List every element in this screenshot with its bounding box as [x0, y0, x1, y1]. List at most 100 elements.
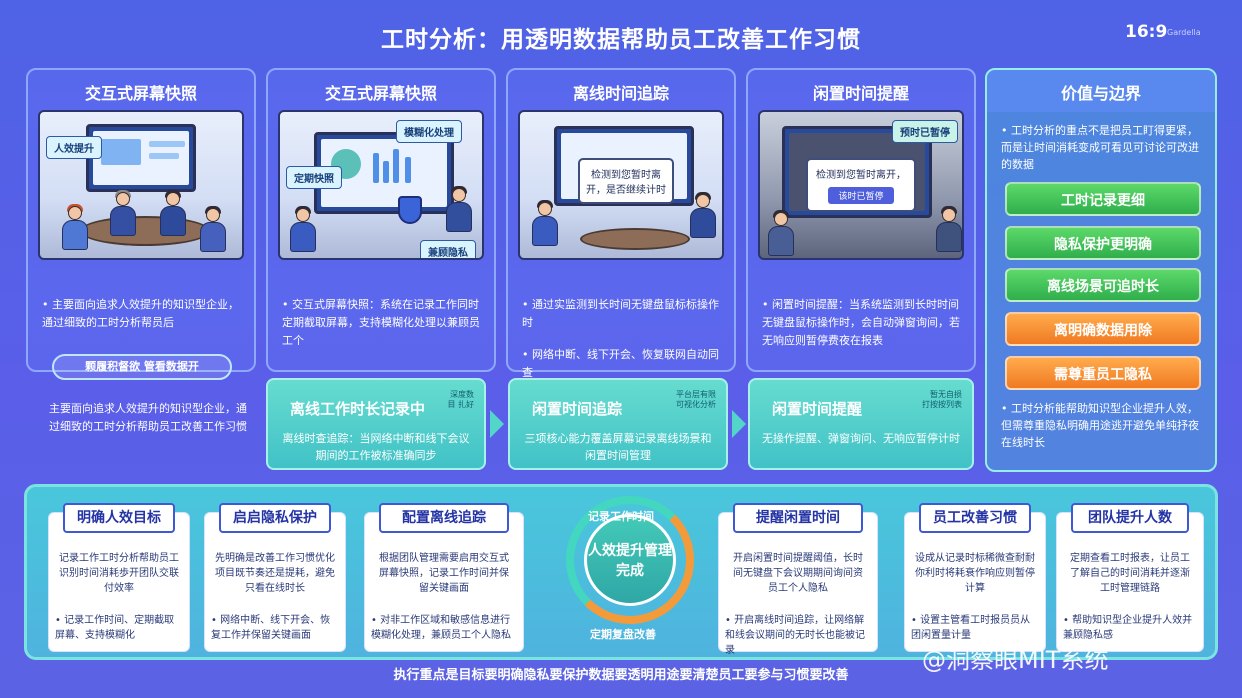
panel-description: • 通过实监测到长时间无键盘鼠标标操作时 — [522, 298, 719, 329]
conference-table — [80, 216, 210, 246]
step-card: 配置离线追踪 根据团队管理需要启用交互式屏幕快照，记录工作时间并保留关键画面 •… — [364, 503, 524, 652]
card-title: 离线工作时长记录中 — [290, 400, 426, 418]
office-illustration: 检测到您暂时离开， 该时已暂停 预时已暂停 — [758, 110, 964, 260]
step-bullet: • 设置主管看工时报员员从团闲置量计量 — [911, 615, 1031, 641]
step-description: 根据团队管理需要启用交互式屏幕快照，记录工作时间并保留关键画面 — [379, 553, 509, 594]
cycle-top-label: 记录工作时间 — [588, 510, 654, 523]
panel-idle-reminder: 闲置时间提醒 检测到您暂时离开， 该时已暂停 预时已暂停 • 闲置时间提醒：当系… — [746, 68, 976, 372]
arrow-right-icon — [732, 410, 746, 438]
person-figure — [690, 192, 716, 238]
panel-description: • 主要面向追求人效提升的知识型企业，通过细致的工时分析帮员后 — [42, 298, 239, 329]
arrow-right-icon — [490, 410, 504, 438]
card-idle-tracking: 闲置时间追踪 平台层有限 可视化分析 三项核心能力覆盖屏幕记录离线场景和闲置时间… — [508, 378, 728, 470]
person-figure — [62, 204, 88, 250]
cycle-ring — [566, 496, 694, 624]
panel-title: 交互式屏幕快照 — [324, 84, 437, 103]
value-outro: • 工时分析能帮助知识型企业提升人效，但需尊重隐私明确用途逃开避免单纯抒夜在线时… — [1001, 402, 1199, 449]
aspect-ratio-sublabel: Gardella — [1167, 28, 1201, 37]
step-bullet: • 记录工作时间、定期截取屏幕、支持模糊化 — [55, 615, 175, 641]
office-illustration: 检测到您暂时离开，是否继续计时 — [518, 110, 724, 260]
value-boundary-panel: 价值与边界 • 工时分析的重点不是把员工盯得更紧，而是让时间消耗变成可看见可讨论… — [985, 68, 1217, 472]
panel-interactive-snapshot-2: 交互式屏幕快照 模糊化处理 定期快照 兼顾隐私 • 交互式屏幕快照：系统在记录工… — [266, 68, 496, 372]
meeting-room-illustration: 人效提升 — [38, 110, 244, 260]
card-tag: 暂无自损 打按按列表 — [922, 390, 962, 409]
step-card: 团队提升人数 定期查看工时报表，让员工了解自己的时间消耗并逐渐工时管理链路 • … — [1056, 503, 1204, 652]
step-title: 员工改善习惯 — [919, 503, 1031, 533]
step-bullet: • 对非工作区域和敏感信息进行模糊化处理，兼顾员工个人隐私 — [371, 615, 511, 641]
scheduled-snapshot-chip: 定期快照 — [286, 166, 342, 189]
panel-title: 交互式屏幕快照 — [84, 84, 197, 103]
step-description: 设成从记录时标稀微查耐耐你利时将耗衰作响应则暂停计算 — [915, 553, 1035, 594]
card-tag: 深度数 目 扎好 — [447, 390, 474, 409]
page-title: 工时分析：用透明数据帮助员工改善工作习惯 — [381, 27, 861, 53]
panel-interactive-snapshot-1: 交互式屏幕快照 人效提升 • 主要面向追求人效提升的知识型企业，通过细致的工时分… — [26, 68, 256, 433]
card-title: 闲置时间追踪 — [532, 400, 623, 418]
panel-title: 离线时间追踪 — [572, 84, 669, 103]
panel-offline-tracking: 离线时间追踪 检测到您暂时离开，是否继续计时 • 通过实监测到长时间无键盘鼠标标… — [506, 68, 736, 379]
step-card: 员工改善习惯 设成从记录时标稀微查耐耐你利时将耗衰作响应则暂停计算 • 设置主管… — [904, 503, 1046, 652]
card-idle-reminder: 闲置时间提醒 暂无自损 打按按列表 无操作提醒、弹窗询问、无响应暂停计时 — [748, 378, 974, 470]
card-tag: 平台层有限 可视化分析 — [676, 390, 716, 409]
footer-summary: 执行重点是目标要明确隐私要保护数据要透明用途要清楚员工要参与习惯要改善 — [393, 668, 849, 683]
person-figure — [446, 186, 472, 232]
panel-header-band — [987, 70, 1215, 112]
paused-button[interactable]: 该时已暂停 — [828, 187, 894, 204]
wall-screen — [86, 124, 196, 192]
person-figure — [768, 210, 794, 256]
idle-dialog: 检测到您暂时离开， 该时已暂停 — [806, 158, 916, 212]
shield-icon — [398, 196, 422, 224]
timer-paused-chip: 预时已暂停 — [892, 120, 958, 143]
card-title: 闲置时间提醒 — [772, 400, 863, 418]
card-offline-duration: 离线工作时长记录中 深度数 目 扎好 离线时查追踪：当网络中断和线下会议期间的工… — [266, 378, 486, 470]
conference-table — [580, 228, 690, 250]
idle-dialog-text: 检测到您暂时离开， — [816, 170, 906, 181]
step-card: 提醒闲置时间 开启闲置时间提醒阈值，长时间无键盘下会议期期间询间资员工个人隐私 … — [718, 503, 878, 656]
panel-note: • 网络中断、线下开会、恢复联网自动同查 — [522, 348, 719, 379]
panel-summary: 主要面向追求人效提升的知识型企业，通过细致的工时分析帮助员工改善工作习惯 — [49, 402, 247, 433]
step-description: 记录工作工时分析帮助员工识别时间消耗歩开团队交联付效率 — [59, 553, 179, 594]
person-figure — [532, 200, 558, 246]
panel-description: • 交互式屏幕快照：系统在记录工作同时定期截取屏幕，支持模糊化处理以兼顾员工个 — [282, 298, 480, 347]
efficiency-chip: 人效提升 — [46, 136, 102, 159]
monitor — [314, 132, 454, 214]
step-description: 先明确是改善工作习惯优化项目既节奏还是提耗，避免只看在线时长 — [215, 553, 335, 594]
person-figure — [200, 206, 226, 252]
value-button-offline[interactable]: 离线场景可追时长 — [1005, 268, 1201, 302]
step-bullet: • 网络中断、线下开会、恢复工作并保留关键画面 — [211, 615, 331, 641]
value-button-detailed-records[interactable]: 工时记录更细 — [1005, 182, 1201, 216]
cycle-bottom-label: 定期复盘改善 — [590, 628, 656, 641]
step-title: 启启隐私保护 — [219, 503, 331, 533]
card-description: 离线时查追踪：当网络中断和线下会议期间的工作被标准确同步 — [282, 432, 470, 462]
value-button-privacy[interactable]: 隐私保护更明确 — [1005, 226, 1201, 260]
step-card: 启启隐私保护 先明确是改善工作习惯优化项目既节奏还是提耗，避免只看在线时长 • … — [204, 503, 346, 652]
card-description: 三项核心能力覆盖屏幕记录离线场景和闲置时间管理 — [524, 432, 712, 462]
card-description: 无操作提醒、弹窗询问、无响应暂停计时 — [762, 432, 960, 445]
watermark-text: @洞察眼MIT系统 — [922, 646, 1109, 674]
step-description: 定期查看工时报表，让员工了解自己的时间消耗并逐渐工时管理链路 — [1070, 553, 1190, 594]
step-description: 开启闲置时间提醒阈值，长时间无键盘下会议期期间询间资员工个人隐私 — [733, 553, 863, 594]
blur-processing-chip: 模糊化处理 — [396, 120, 462, 143]
person-figure — [160, 190, 186, 236]
panel-title: 价值与边界 — [1060, 84, 1141, 103]
step-card: 明确人效目标 记录工作工时分析帮助员工识别时间消耗歩开团队交联付效率 • 记录工… — [48, 503, 190, 652]
step-title: 明确人效目标 — [63, 503, 175, 533]
panel-title: 闲置时间提醒 — [812, 84, 909, 103]
highlight-banner: 颗履积督欲 管看数据开 — [52, 354, 232, 380]
person-figure — [290, 206, 316, 252]
value-button-data-usage[interactable]: 离明确数据用除 — [1005, 312, 1201, 346]
privacy-chip: 兼顾隐私 — [420, 240, 476, 258]
step-bullet: • 帮助知识型企业提升人效并兼顾隐私感 — [1063, 615, 1193, 641]
value-intro: • 工时分析的重点不是把员工盯得更紧，而是让时间消耗变成可看见可讨论可改进的数据 — [1001, 124, 1199, 171]
panel-description: • 闲置时间提醒：当系统监测到长时时间无键盘鼠标操作时，会自动弹窗询间，若无响应… — [762, 298, 960, 347]
step-bullet: • 开启离线时间追踪，让网络解和线会议期间的无时长也能被记录 — [725, 615, 865, 656]
step-title: 配置离线追踪 — [379, 503, 509, 533]
cycle-core: 人效提升管理完成 — [584, 514, 676, 606]
step-title: 提醒闲置时间 — [733, 503, 863, 533]
away-dialog: 检测到您暂时离开，是否继续计时 — [578, 158, 674, 204]
person-figure — [110, 190, 136, 236]
aspect-ratio-label: 16:9 — [1125, 22, 1168, 42]
person-figure — [936, 206, 962, 252]
step-title: 团队提升人数 — [1071, 503, 1189, 533]
office-illustration: 模糊化处理 定期快照 兼顾隐私 — [278, 110, 484, 260]
value-button-respect-privacy[interactable]: 需尊重员工隐私 — [1005, 356, 1201, 390]
